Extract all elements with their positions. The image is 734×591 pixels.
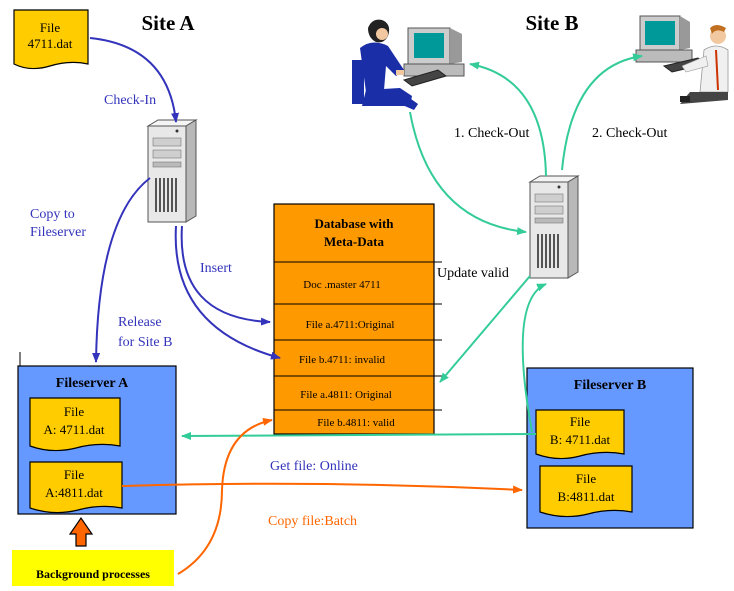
fileserver-b: Fileserver B File B: 4711.dat File B:481… xyxy=(526,367,694,529)
release-arrow xyxy=(174,225,281,360)
copy-file-label: Copy file:Batch xyxy=(268,514,357,529)
check-out-1-label: 1. Check-Out xyxy=(454,126,530,141)
fileserver-a: Fileserver A File A: 4711.dat File A:481… xyxy=(17,352,177,515)
file-4711-note: File 4711.dat xyxy=(13,9,89,70)
blue-arrows xyxy=(89,37,281,363)
database-title-line1: Database with xyxy=(314,216,394,231)
metadata-database: Database with Meta-Data Doc .master 4711… xyxy=(273,203,442,435)
site-a-title: Site A xyxy=(141,11,195,35)
release-label-line2: for Site B xyxy=(118,335,172,350)
update-valid-arrow xyxy=(439,275,531,383)
fileserver-b-file2-line2: B:4811.dat xyxy=(558,489,615,504)
fileserver-a-file2-line2: A:4811.dat xyxy=(45,485,103,500)
user-1-workstation xyxy=(352,19,465,110)
database-row-b4811: File b.4811: valid xyxy=(317,417,395,429)
fileserver-a-file2-line1: File xyxy=(64,467,84,482)
user-2-workstation xyxy=(635,15,729,104)
database-row-doc-master: Doc .master 4711 xyxy=(303,279,381,291)
release-label-line1: Release xyxy=(118,315,162,330)
database-title-line2: Meta-Data xyxy=(324,234,384,249)
check-in-label: Check-In xyxy=(104,93,156,108)
fileserver-b-file1-line2: B: 4711.dat xyxy=(550,432,611,447)
server-a-tower xyxy=(146,119,198,223)
copy-to-label-line1: Copy to xyxy=(30,207,75,222)
copy-to-label-line2: Fileserver xyxy=(30,225,86,240)
copy-file-arrow xyxy=(121,482,523,494)
database-row-a4711: File a.4711:Original xyxy=(306,319,395,331)
fileserver-a-file1-line1: File xyxy=(64,404,84,419)
check-out-2-arrow xyxy=(561,53,643,171)
file-note-line2: 4711.dat xyxy=(28,36,73,51)
site-b-title: Site B xyxy=(525,11,578,35)
fileserver-b-file1-line1: File xyxy=(570,414,590,429)
teal-arrows xyxy=(181,53,643,440)
get-file-label: Get file: Online xyxy=(270,459,358,474)
user1-to-server-arrow xyxy=(409,111,527,236)
background-processes-label: Background processes xyxy=(36,567,150,581)
check-out-1-arrow xyxy=(469,61,547,177)
check-out-2-label: 2. Check-Out xyxy=(592,126,668,141)
copy-to-fileserver-arrow xyxy=(92,177,151,363)
get-file-arrow xyxy=(181,431,537,440)
background-to-database-arrow xyxy=(177,417,273,575)
fileserver-b-to-server-arrow xyxy=(521,283,547,433)
fileserver-a-file1-line2: A: 4711.dat xyxy=(44,422,105,437)
file-note-line1: File xyxy=(40,20,60,35)
orange-arrows xyxy=(121,417,523,575)
fileserver-b-title: Fileserver B xyxy=(574,378,646,393)
insert-arrow xyxy=(180,225,271,326)
check-in-arrow xyxy=(89,37,180,123)
database-row-b4711: File b.4711: invalid xyxy=(299,354,386,366)
background-processes: Background processes xyxy=(12,516,174,586)
server-b-tower xyxy=(528,175,580,279)
database-row-a4811: File a.4811: Original xyxy=(300,389,392,401)
insert-label: Insert xyxy=(200,261,232,276)
background-up-arrow xyxy=(68,516,94,547)
fileserver-a-title: Fileserver A xyxy=(56,376,129,391)
fileserver-b-file2-line1: File xyxy=(576,471,596,486)
update-valid-label: Update valid xyxy=(437,266,509,281)
